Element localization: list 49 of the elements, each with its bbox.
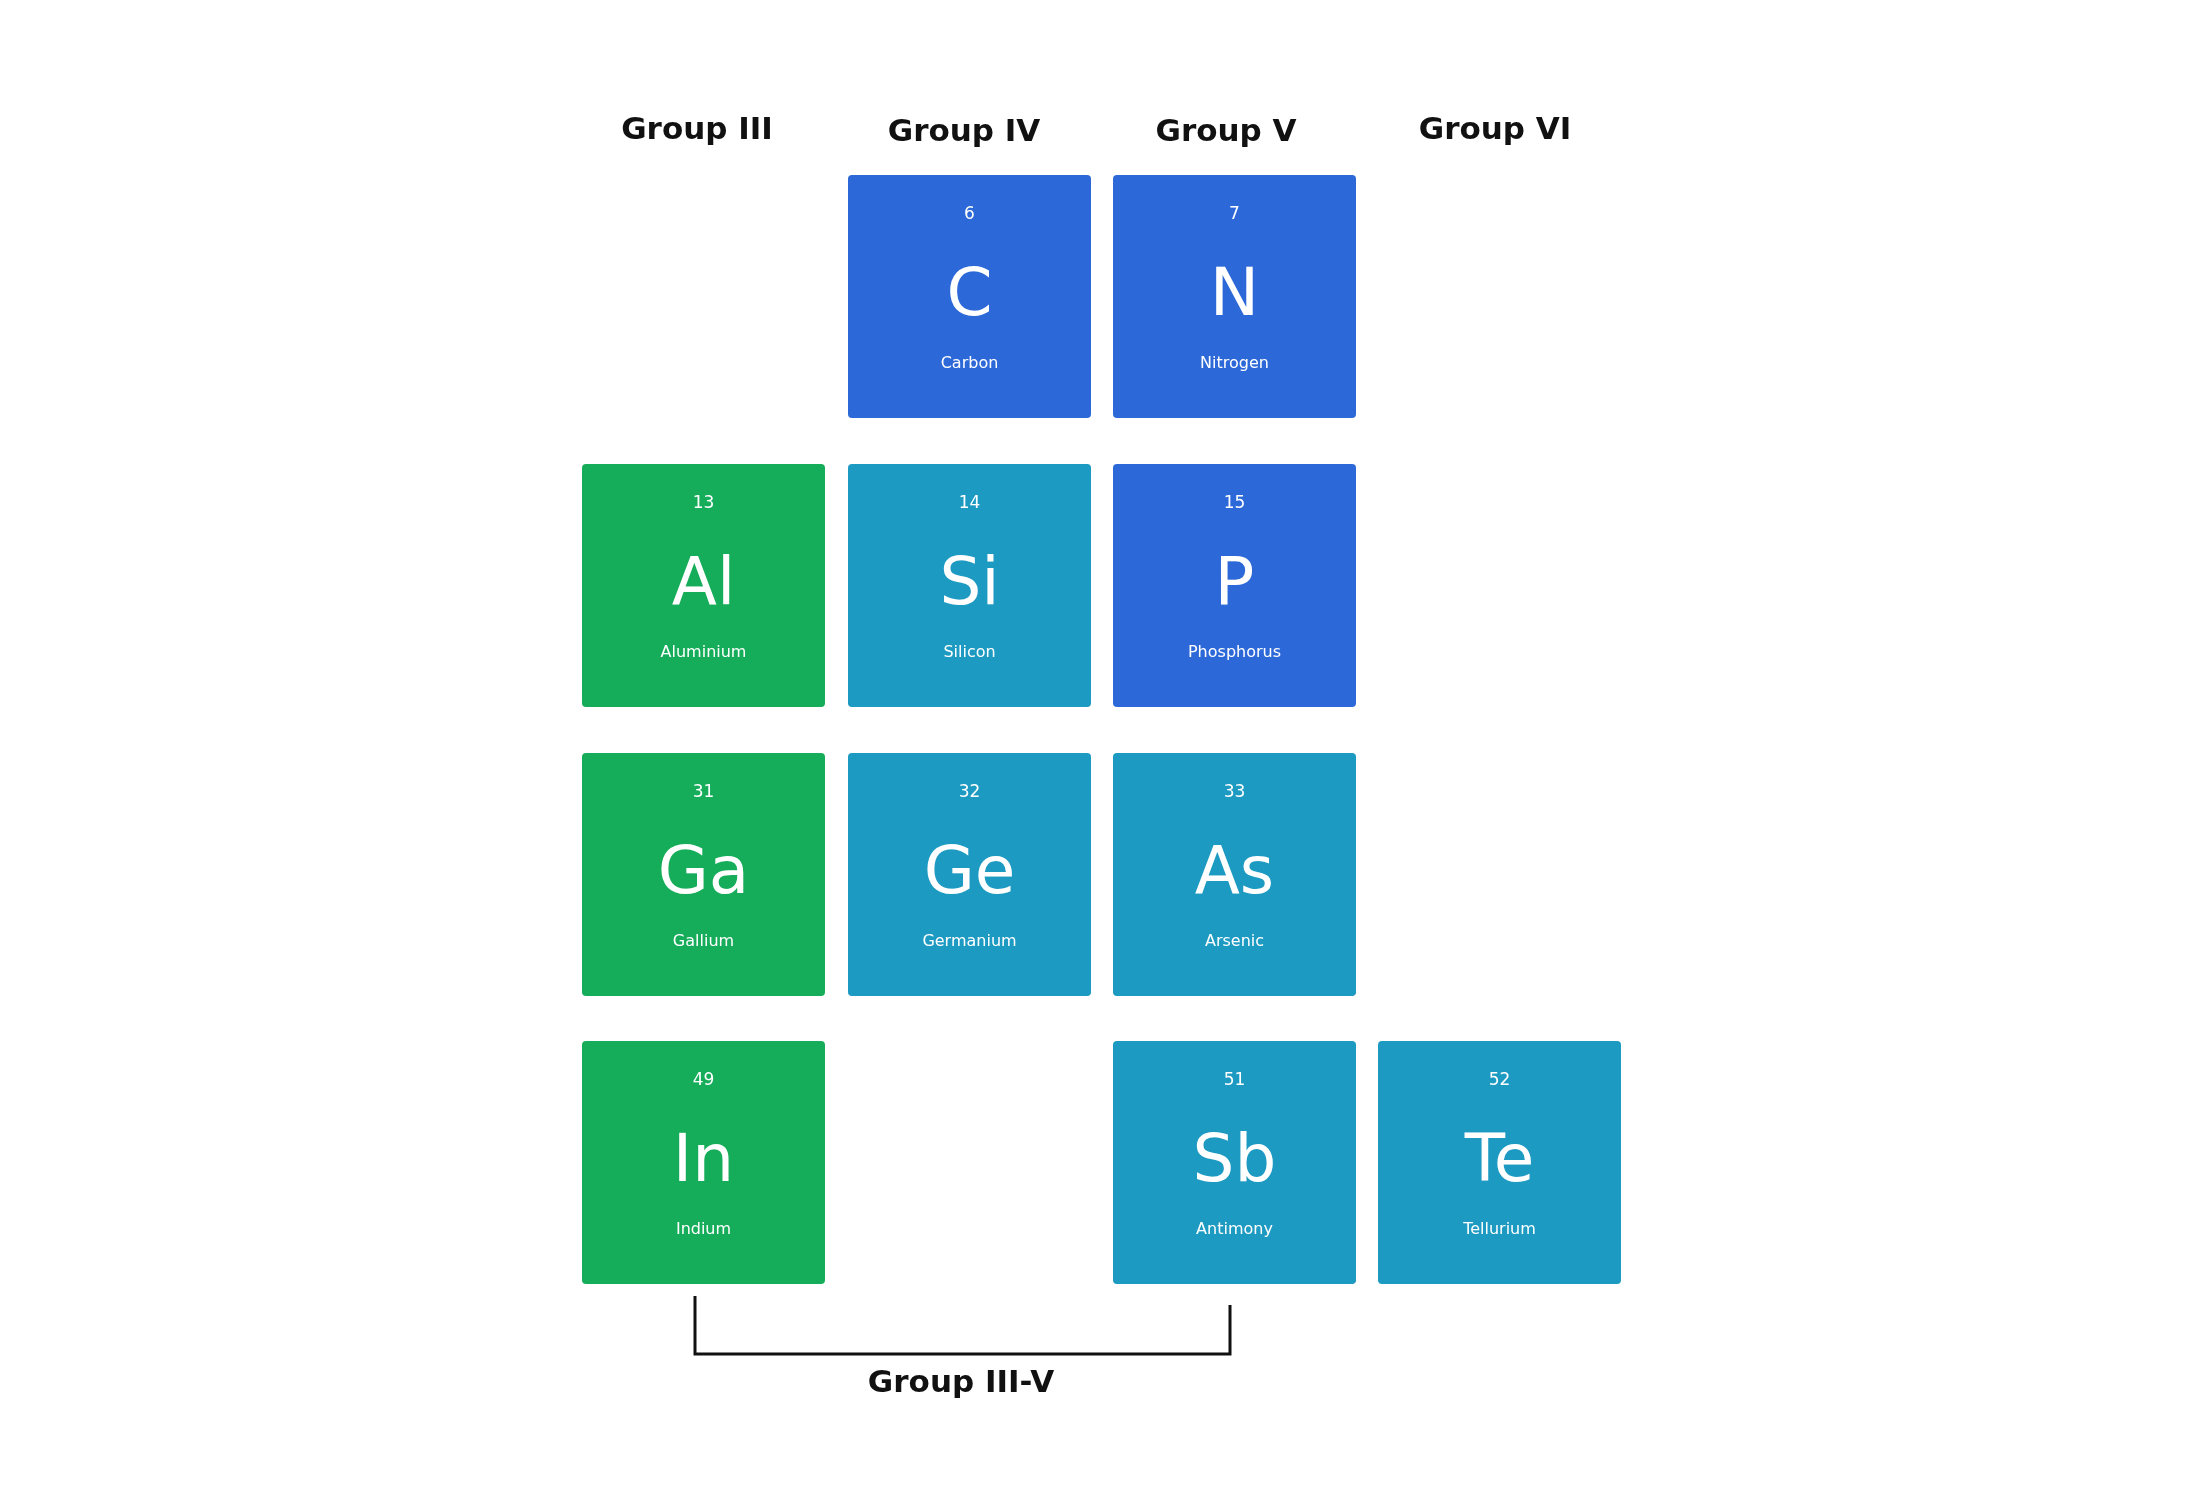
atomic-number: 33 — [1222, 781, 1247, 801]
element-name: Gallium — [671, 931, 736, 950]
atomic-number: 14 — [957, 492, 982, 512]
element-symbol: P — [1213, 542, 1256, 622]
element-tile — [582, 753, 825, 996]
atomic-number: 15 — [1222, 492, 1247, 512]
element-tile — [848, 464, 1091, 707]
element-symbol: Ga — [656, 831, 751, 911]
element-name: Indium — [674, 1219, 733, 1238]
atomic-number: 6 — [963, 203, 976, 223]
element-name: Silicon — [942, 642, 997, 661]
element-symbol: As — [1193, 831, 1276, 911]
element-symbol: In — [671, 1119, 736, 1199]
element-name: Arsenic — [1203, 931, 1266, 950]
atomic-number: 51 — [1222, 1069, 1247, 1089]
element-symbol: Ge — [922, 831, 1017, 911]
group-heading: Group V — [1155, 112, 1297, 148]
element-name: Germanium — [921, 931, 1018, 950]
element-name: Tellurium — [1462, 1219, 1537, 1238]
element-symbol: Sb — [1191, 1119, 1278, 1199]
atomic-number: 31 — [691, 781, 716, 801]
element-tile — [582, 464, 825, 707]
element-name: Nitrogen — [1199, 353, 1270, 372]
element-tile — [848, 175, 1091, 418]
element-name: Carbon — [939, 353, 1000, 372]
element-symbol: N — [1208, 253, 1261, 333]
group-heading: Group III-V — [867, 1363, 1055, 1399]
atomic-number: 7 — [1228, 203, 1241, 223]
element-symbol: Si — [938, 542, 1001, 622]
element-name: Aluminium — [659, 642, 748, 661]
element-tile — [1378, 1041, 1621, 1284]
element-symbol: Al — [670, 542, 737, 622]
element-tile — [1113, 175, 1356, 418]
atomic-number: 32 — [957, 781, 982, 801]
element-name: Antimony — [1195, 1219, 1274, 1238]
element-tile — [1113, 753, 1356, 996]
element-symbol: C — [945, 253, 994, 333]
group-heading: Group IV — [887, 112, 1041, 148]
atomic-number: 49 — [691, 1069, 716, 1089]
atomic-number: 13 — [691, 492, 716, 512]
element-tile — [848, 753, 1091, 996]
group-heading: Group VI — [1418, 110, 1572, 146]
element-tile — [1113, 464, 1356, 707]
element-tile — [1113, 1041, 1356, 1284]
element-name: Phosphorus — [1186, 642, 1283, 661]
group-heading: Group III — [621, 110, 773, 146]
atomic-number: 52 — [1487, 1069, 1512, 1089]
element-symbol: Te — [1463, 1119, 1536, 1199]
element-tile — [582, 1041, 825, 1284]
